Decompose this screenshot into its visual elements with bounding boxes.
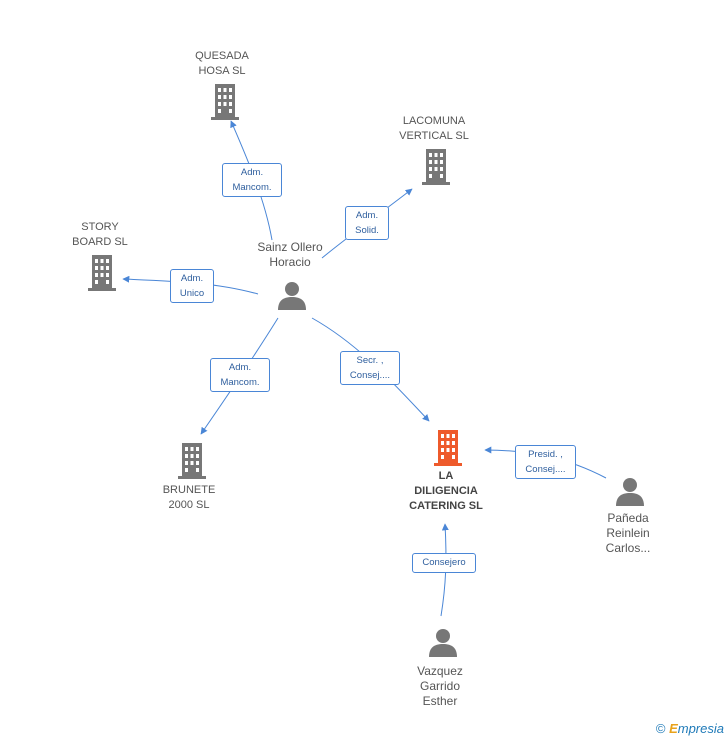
edge-label-line-2: Unico [179, 288, 205, 299]
node-label-quesada: QUESADA HOSA SL [182, 49, 262, 79]
brand-e-logo: E [669, 721, 678, 736]
empresia-brand[interactable]: © Empresia [656, 721, 724, 736]
edge-label-paneda-diligencia[interactable]: Presid. , Consej.... [515, 445, 576, 479]
node-label-vazquez: Vazquez Garrido Esther [400, 664, 480, 709]
edge-label-line-1: Adm. [228, 362, 252, 373]
copyright-icon: © [655, 721, 666, 736]
quesada-label-line-1: QUESADA [195, 50, 249, 62]
sainz-label-line-1: Sainz Ollero [257, 240, 323, 254]
edge-label-vazquez-diligencia[interactable]: Consejero [412, 553, 476, 573]
vazquez-label-line-3: Esther [422, 694, 458, 708]
building-icon[interactable] [86, 255, 118, 291]
person-icon[interactable] [615, 477, 645, 507]
diligencia-label-line-1: LA [438, 470, 454, 482]
vazquez-label-line-1: Vazquez [417, 664, 463, 678]
quesada-label-line-2: HOSA SL [198, 65, 246, 77]
building-icon[interactable] [420, 149, 452, 185]
edge-label-line-2: Solid. [355, 225, 379, 236]
main-building-icon[interactable] [432, 430, 464, 466]
building-icon[interactable] [209, 84, 241, 120]
edge-label-sainz-quesada[interactable]: Adm. Mancom. [222, 163, 282, 197]
person-icon[interactable] [277, 281, 307, 311]
edge-label-line-1: Adm. [180, 273, 204, 284]
edge-label-line-1: Adm. [355, 210, 379, 221]
edge-label-line-2: Consej.... [525, 464, 566, 475]
edge-label-sainz-lacomuna[interactable]: Adm. Solid. [345, 206, 389, 240]
edge-label-line-2: Consej.... [349, 370, 391, 381]
story-label-line-1: STORY [81, 221, 119, 233]
edge-label-line-1: Secr. , [356, 355, 384, 366]
edge-label-line-1: Presid. , [528, 449, 563, 460]
diligencia-label-line-3: CATERING SL [409, 500, 483, 512]
node-label-paneda: Pañeda Reinlein Carlos... [588, 511, 668, 556]
edge-label-sainz-diligencia[interactable]: Secr. , Consej.... [340, 351, 400, 385]
brunete-label-line-2: 2000 SL [168, 499, 210, 511]
building-icon[interactable] [176, 443, 208, 479]
edge-label-line-2: Mancom. [232, 182, 272, 193]
node-label-brunete: BRUNETE 2000 SL [149, 483, 229, 513]
sainz-label-line-2: Horacio [269, 255, 311, 269]
edge-label-line-1: Adm. [240, 167, 264, 178]
brunete-label-line-1: BRUNETE [162, 484, 216, 496]
lacomuna-label-line-2: VERTICAL SL [399, 130, 469, 142]
node-label-story: STORY BOARD SL [60, 220, 140, 250]
edge-label-line-2: Mancom. [220, 377, 260, 388]
edge-label-sainz-brunete[interactable]: Adm. Mancom. [210, 358, 270, 392]
brand-name: mpresia [677, 721, 724, 736]
vazquez-label-line-2: Garrido [419, 679, 460, 693]
paneda-label-line-1: Pañeda [607, 511, 649, 525]
node-label-lacomuna: LACOMUNA VERTICAL SL [389, 114, 479, 144]
story-label-line-2: BOARD SL [72, 236, 128, 248]
paneda-label-line-2: Reinlein [606, 526, 650, 540]
edge-label-line-1: Consejero [422, 557, 466, 568]
person-icon[interactable] [428, 628, 458, 658]
lacomuna-label-line-1: LACOMUNA [402, 115, 466, 127]
paneda-label-line-3: Carlos... [605, 541, 651, 555]
edge-label-sainz-story[interactable]: Adm. Unico [170, 269, 214, 303]
diligencia-label-line-2: DILIGENCIA [414, 485, 478, 497]
node-label-sainz: Sainz Ollero Horacio [240, 240, 340, 270]
node-label-diligencia: LA DILIGENCIA CATERING SL [396, 469, 496, 514]
